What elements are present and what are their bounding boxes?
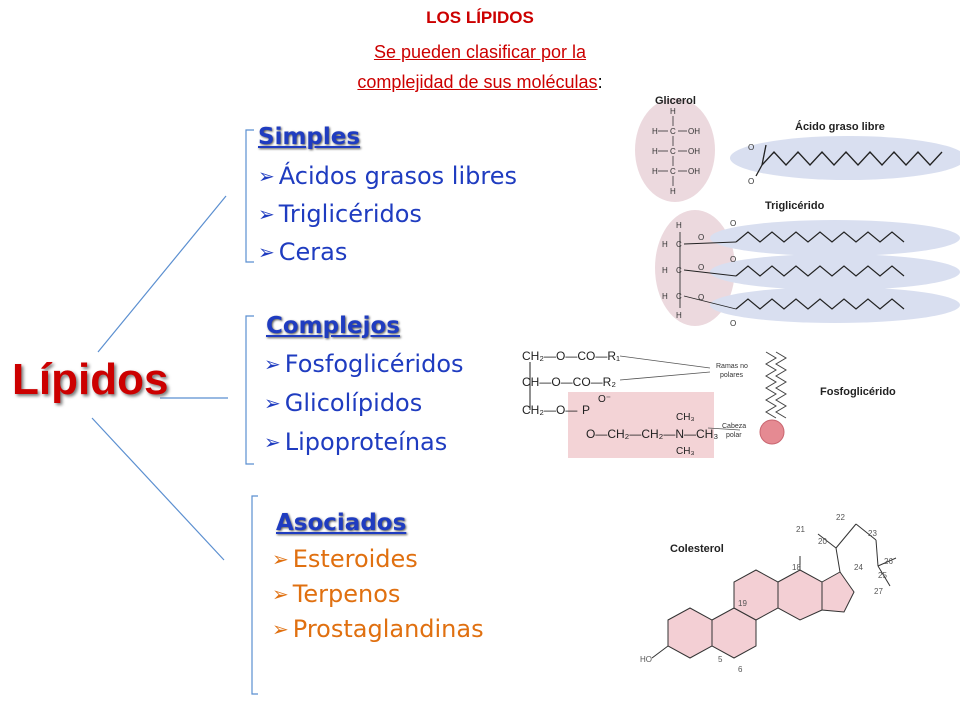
colesterol-label: Colesterol [670,543,724,555]
glicerol-structure: H H C OH H C OH H C OH H [635,98,715,202]
svg-text:24: 24 [854,563,863,572]
svg-text:OH: OH [688,127,700,136]
svg-text:O: O [730,219,736,228]
svg-text:5: 5 [718,655,723,664]
bracket-complejos [245,315,254,465]
list-item: ➢Prostaglandinas [272,615,484,643]
arrow-bullet-icon: ➢ [258,202,275,226]
svg-text:CH₂—O—CO—R₁: CH₂—O—CO—R₁ [522,349,620,363]
subtitle-colon: : [597,72,603,92]
slide-title: LOS LÍPIDOS [426,8,534,27]
bracket-asociados [251,495,258,695]
svg-text:O⁻: O⁻ [598,394,611,405]
glicerol-label: Glicerol [655,95,696,107]
svg-text:H: H [676,311,682,320]
connector-asociados [91,417,225,561]
svg-text:CH—O—CO—R₂: CH—O—CO—R₂ [522,375,616,389]
svg-text:22: 22 [836,513,845,522]
svg-text:27: 27 [874,587,883,596]
bracket-simples [245,129,254,263]
svg-text:23: 23 [868,529,877,538]
list-item: ➢Ácidos grasos libres [258,162,517,190]
svg-text:25: 25 [878,571,887,580]
arrow-bullet-icon: ➢ [264,430,281,454]
list-item: ➢Glicolípidos [264,389,423,417]
group-simples-heading: Simples [258,124,361,150]
svg-text:C: C [670,127,676,136]
arrow-bullet-icon: ➢ [264,391,281,415]
svg-text:C: C [670,147,676,156]
svg-text:C: C [676,266,682,275]
svg-text:H: H [652,147,658,156]
svg-text:CH₃: CH₃ [676,446,695,457]
svg-text:O: O [730,319,736,328]
list-item: ➢Lipoproteínas [264,428,448,456]
list-item: ➢Ceras [258,238,348,266]
subtitle-line2: complejidad de sus moléculas [357,72,598,92]
svg-text:H: H [662,266,668,275]
svg-text:O: O [730,255,736,264]
connector-simples [97,195,227,353]
list-item: ➢Fosfoglicéridos [264,350,464,378]
fosfoglicerido-structure: CH₂—O—CO—R₁ CH—O—CO—R₂ CH₂—O— P O⁻ O—CH₂… [522,349,787,458]
svg-text:O: O [698,263,704,272]
colesterol-structure: HO 18 19 20 21 22 23 24 25 26 27 5 6 [640,513,897,674]
svg-text:O: O [748,177,754,186]
svg-text:H: H [670,187,676,196]
svg-text:P: P [582,403,590,417]
subtitle-line1: Se pueden clasificar por la [373,42,587,62]
list-item: ➢Triglicéridos [258,200,422,228]
arrow-bullet-icon: ➢ [272,617,289,641]
svg-text:H: H [652,127,658,136]
svg-text:OH: OH [688,167,700,176]
trigliceride-label: Triglicérido [765,200,825,212]
group-asociados-heading: Asociados [276,510,407,536]
arrow-bullet-icon: ➢ [258,240,275,264]
svg-text:C: C [676,292,682,301]
list-item: ➢Esteroides [272,545,418,573]
svg-text:20: 20 [818,537,827,546]
arrow-bullet-icon: ➢ [258,164,275,188]
svg-text:O: O [698,293,704,302]
svg-text:CH₃: CH₃ [676,412,695,423]
root-lipidos: Lípidos [12,355,169,404]
fosfoglicerido-label: Fosfoglicérido [820,386,896,398]
svg-text:OH: OH [688,147,700,156]
arrow-bullet-icon: ➢ [272,582,289,606]
svg-text:21: 21 [796,525,805,534]
group-complejos-heading: Complejos [266,313,400,339]
svg-text:C: C [670,167,676,176]
svg-text:HO: HO [640,655,652,664]
svg-text:O—CH₂—CH₂—N—CH₃: O—CH₂—CH₂—N—CH₃ [586,427,718,441]
svg-text:H: H [662,292,668,301]
list-item: ➢Terpenos [272,580,401,608]
arrow-bullet-icon: ➢ [272,547,289,571]
svg-text:O: O [698,233,704,242]
svg-text:O: O [748,143,754,152]
svg-text:H: H [662,240,668,249]
arrow-bullet-icon: ➢ [264,352,281,376]
svg-text:19: 19 [738,599,747,608]
svg-text:CH₂—O—: CH₂—O— [522,403,577,417]
acido-graso-structure: O O [730,136,960,186]
acido-graso-label: Ácido graso libre [795,121,885,133]
svg-text:H: H [670,107,676,116]
svg-text:26: 26 [884,557,893,566]
slide-subtitle: Se pueden clasificar por la complejidad … [0,37,960,97]
svg-text:18: 18 [792,563,801,572]
svg-text:C: C [676,240,682,249]
svg-text:H: H [676,221,682,230]
svg-text:H: H [652,167,658,176]
svg-text:6: 6 [738,665,743,674]
